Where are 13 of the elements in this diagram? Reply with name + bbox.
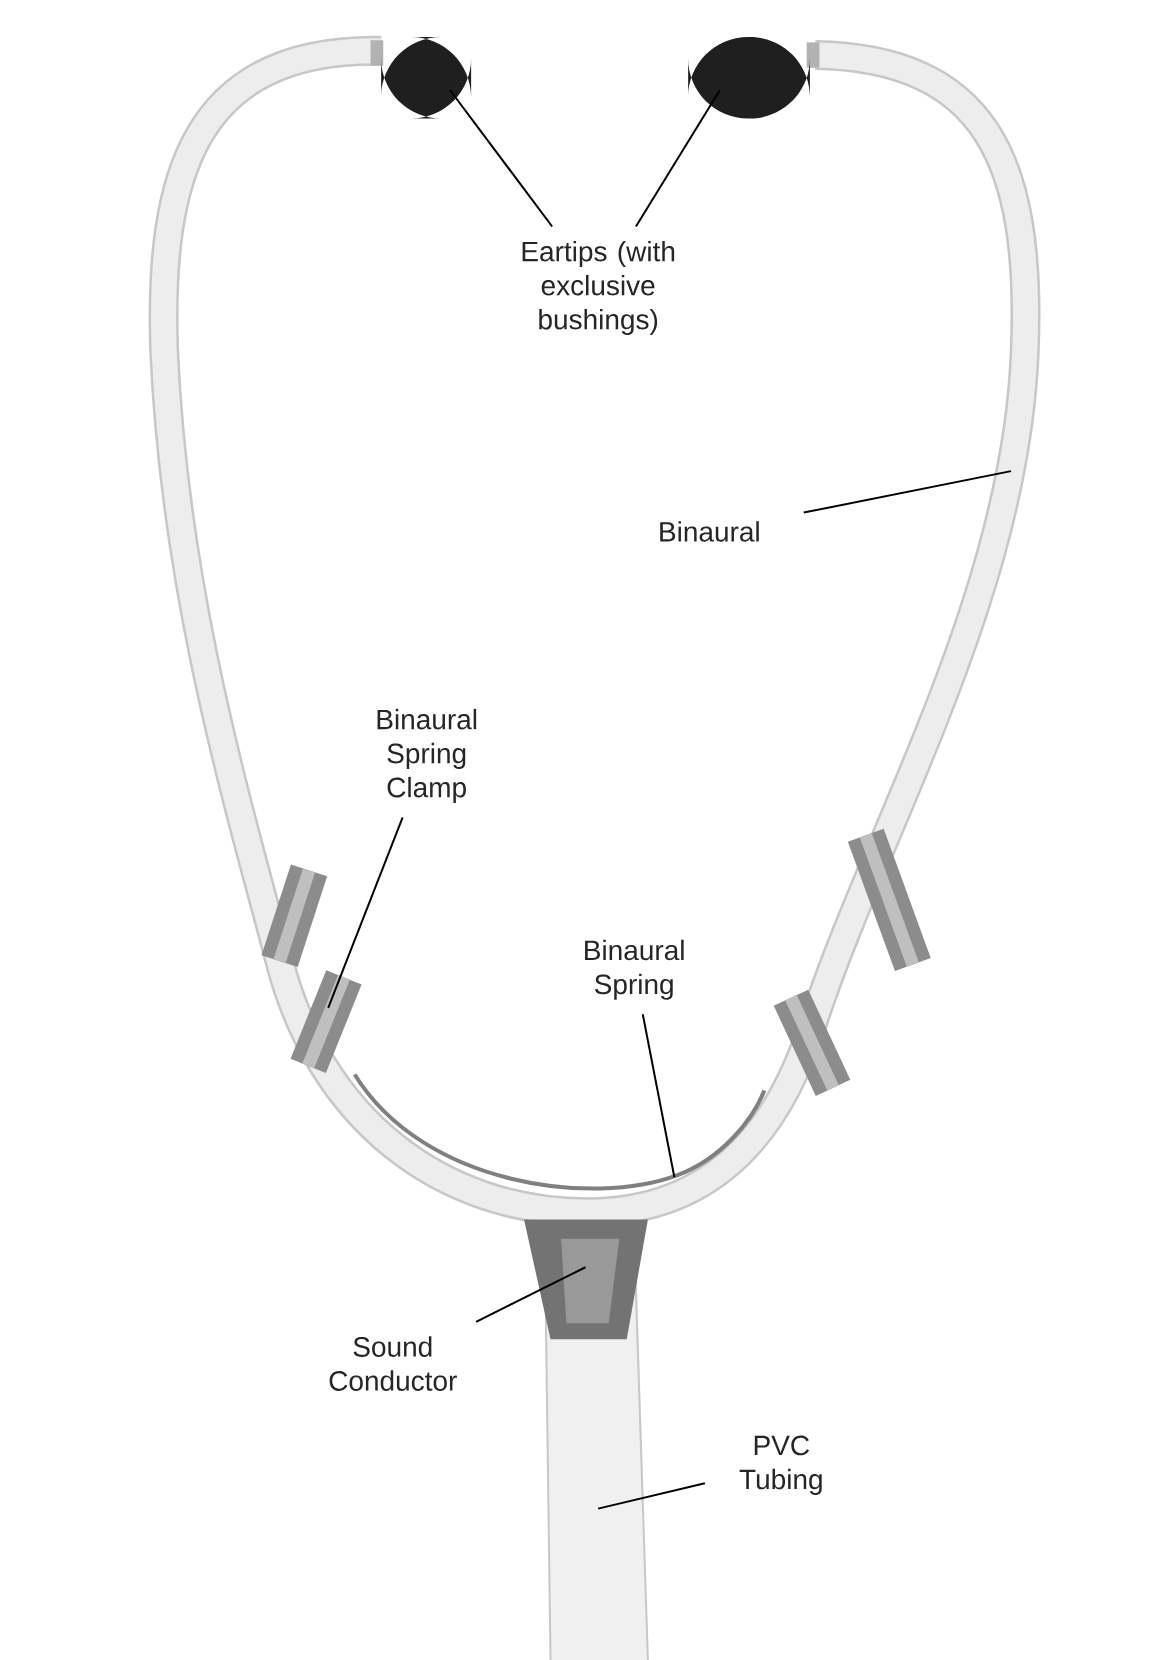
- leader-line: [475, 1266, 587, 1323]
- part-label: Binaural: [660, 521, 759, 542]
- leader-line: [327, 816, 404, 1009]
- part-label: Binaural Spring: [585, 939, 684, 1000]
- part-label: Eartips (with exclusive bushings): [522, 240, 675, 335]
- leader-line: [448, 89, 554, 228]
- leader-line: [802, 470, 1012, 514]
- part-label: Binaural Spring Clamp: [377, 708, 477, 803]
- leader-line: [597, 1482, 706, 1510]
- part-label: PVC Tubing: [739, 1435, 822, 1495]
- part-label: Sound Conductor: [329, 1336, 457, 1391]
- leader-line: [634, 89, 721, 228]
- leader-line: [641, 1013, 676, 1179]
